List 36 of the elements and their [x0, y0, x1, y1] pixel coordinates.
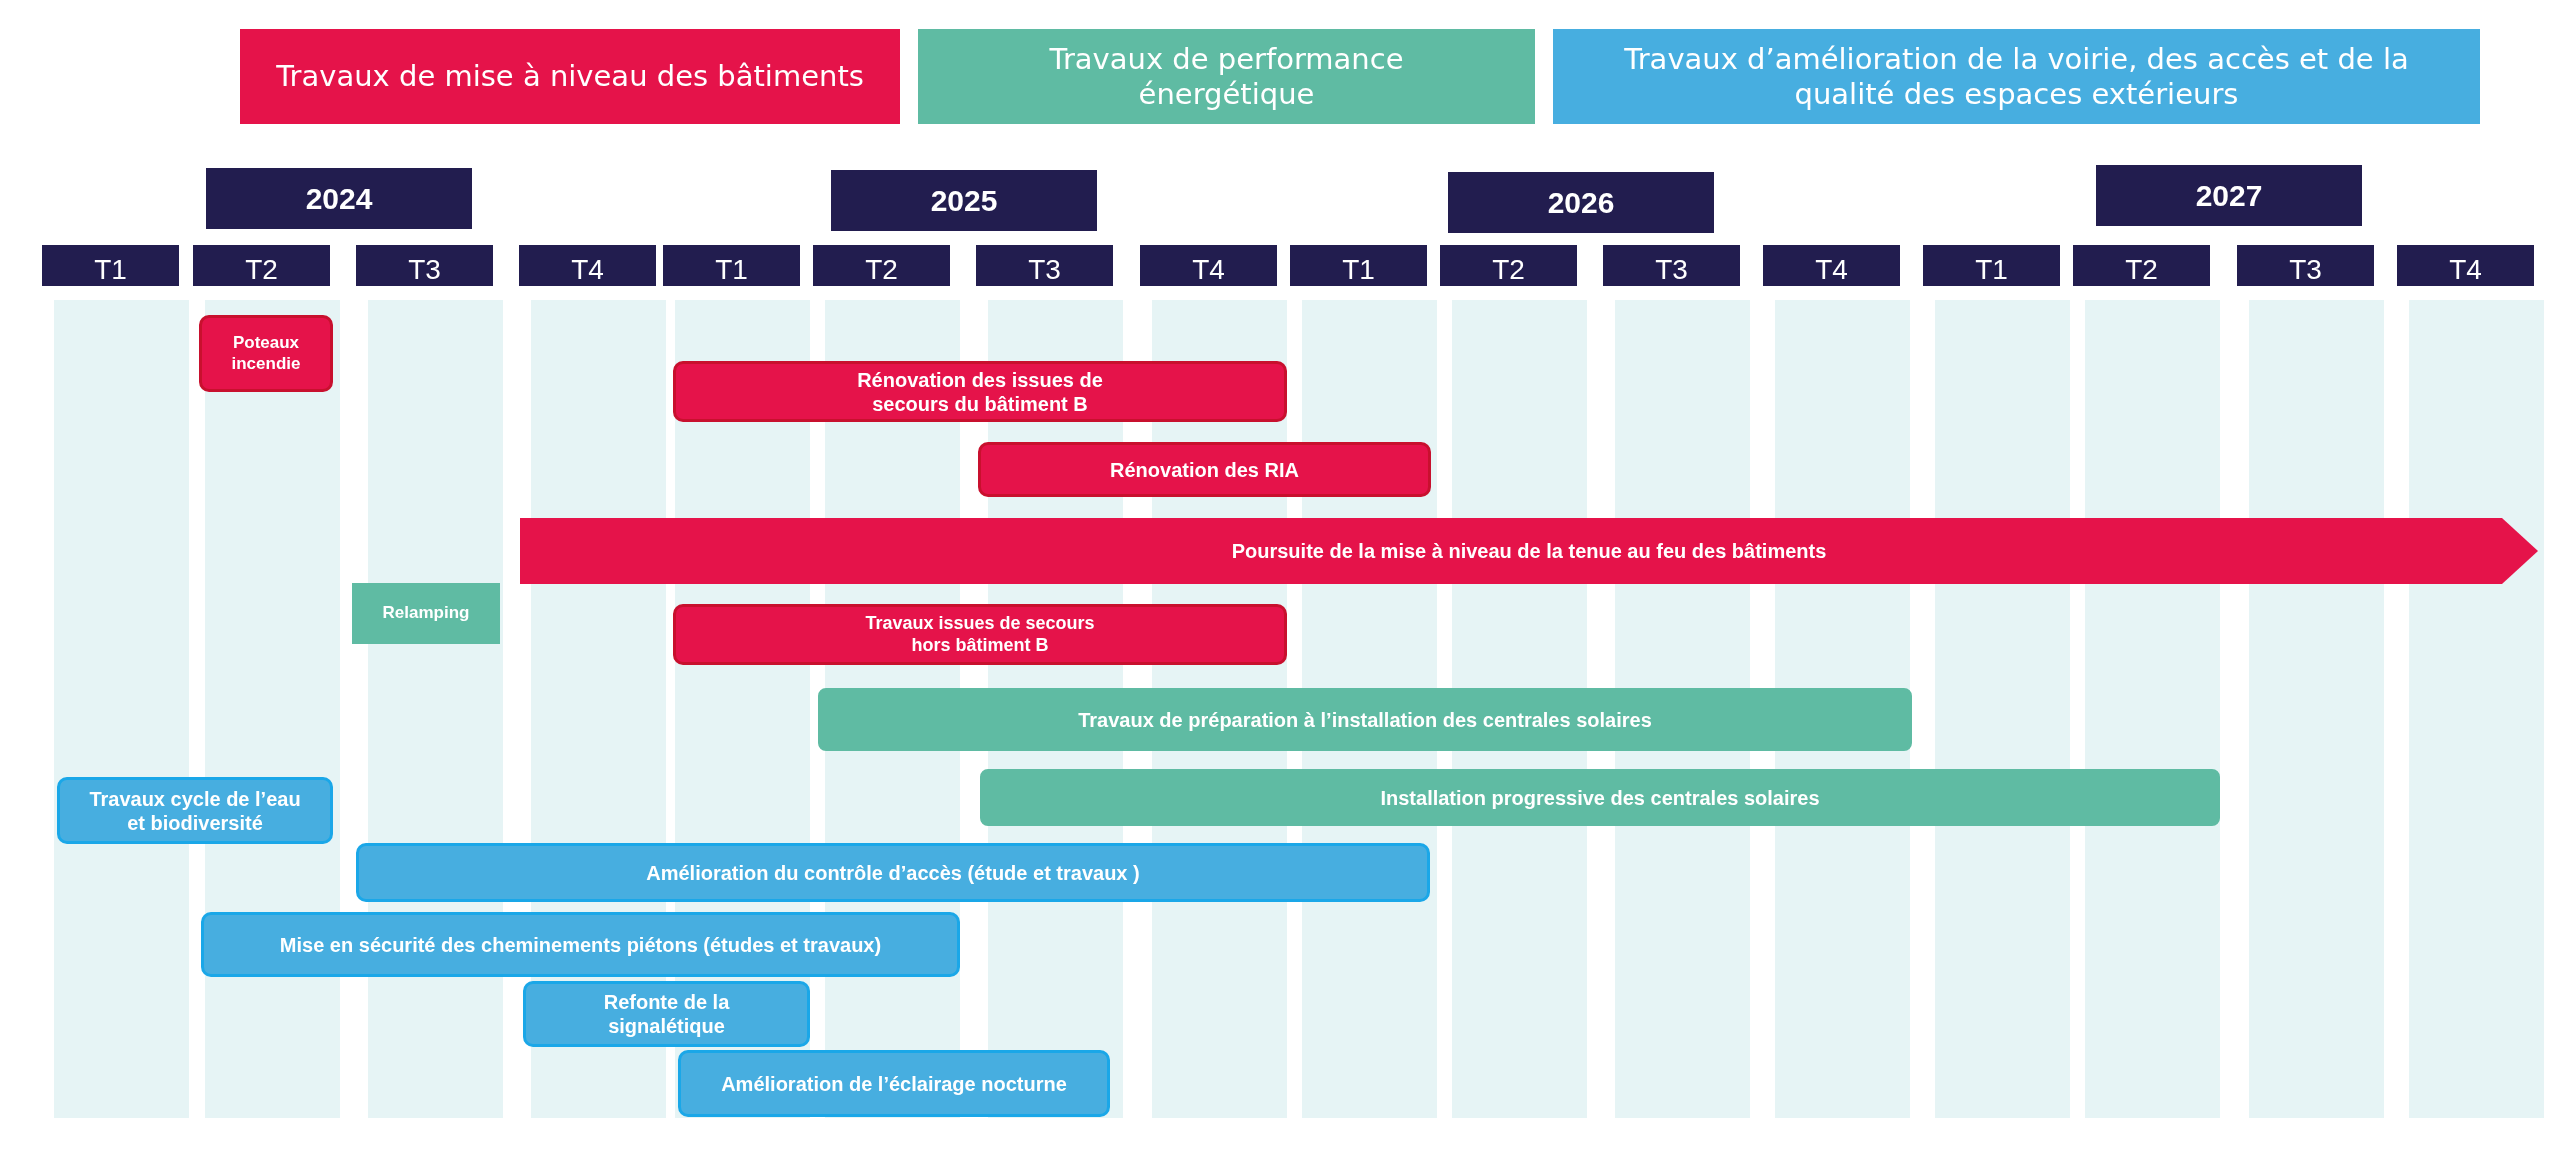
task-bar: Travaux issues de secours hors bâtiment B [673, 604, 1287, 665]
task-bar: Travaux de préparation à l’installation des centrales solaires [818, 688, 1912, 751]
quarter-header: T4 [2397, 245, 2534, 286]
year-header: 2024 [206, 168, 472, 229]
task-bar: Relamping [352, 583, 500, 644]
quarter-header: T4 [519, 245, 656, 286]
task-bar: Mise en sécurité des cheminements piétons (études et travaux) [201, 912, 960, 977]
quarter-header: T1 [663, 245, 800, 286]
arrow-band: Poursuite de la mise à niveau de la tenue au feu des bâtiments [520, 518, 2538, 584]
quarter-header: T4 [1763, 245, 1900, 286]
quarter-header: T3 [976, 245, 1113, 286]
quarter-header: T2 [1440, 245, 1577, 286]
quarter-header: T2 [2073, 245, 2210, 286]
quarter-header: T2 [193, 245, 330, 286]
quarter-header: T3 [2237, 245, 2374, 286]
quarter-header: T3 [1603, 245, 1740, 286]
year-header: 2027 [2096, 165, 2362, 226]
year-header: 2026 [1448, 172, 1714, 233]
category-banner: Travaux de mise à niveau des bâtiments [240, 29, 900, 124]
task-bar: Rénovation des issues de secours du bâtiment B [673, 361, 1287, 422]
task-bar: Installation progressive des centrales solaires [980, 769, 2220, 826]
task-bar: Amélioration de l’éclairage nocturne [678, 1050, 1110, 1117]
category-banner: Travaux de performance énergétique [918, 29, 1535, 124]
quarter-header: T4 [1140, 245, 1277, 286]
task-bar: Travaux cycle de l’eau et biodiversité [57, 777, 333, 844]
quarter-header: T3 [356, 245, 493, 286]
quarter-header: T1 [1923, 245, 2060, 286]
task-bar: Poteaux incendie [199, 315, 333, 392]
quarter-header: T2 [813, 245, 950, 286]
quarter-header: T1 [1290, 245, 1427, 286]
quarter-header: T1 [42, 245, 179, 286]
year-header: 2025 [831, 170, 1097, 231]
task-bar: Amélioration du contrôle d’accès (étude et travaux ) [356, 843, 1430, 902]
category-banner: Travaux d’amélioration de la voirie, des accès et de la qualité des espaces extérieurs [1553, 29, 2480, 124]
task-bar: Refonte de la signalétique [523, 981, 810, 1047]
task-bar: Rénovation des RIA [978, 442, 1431, 497]
